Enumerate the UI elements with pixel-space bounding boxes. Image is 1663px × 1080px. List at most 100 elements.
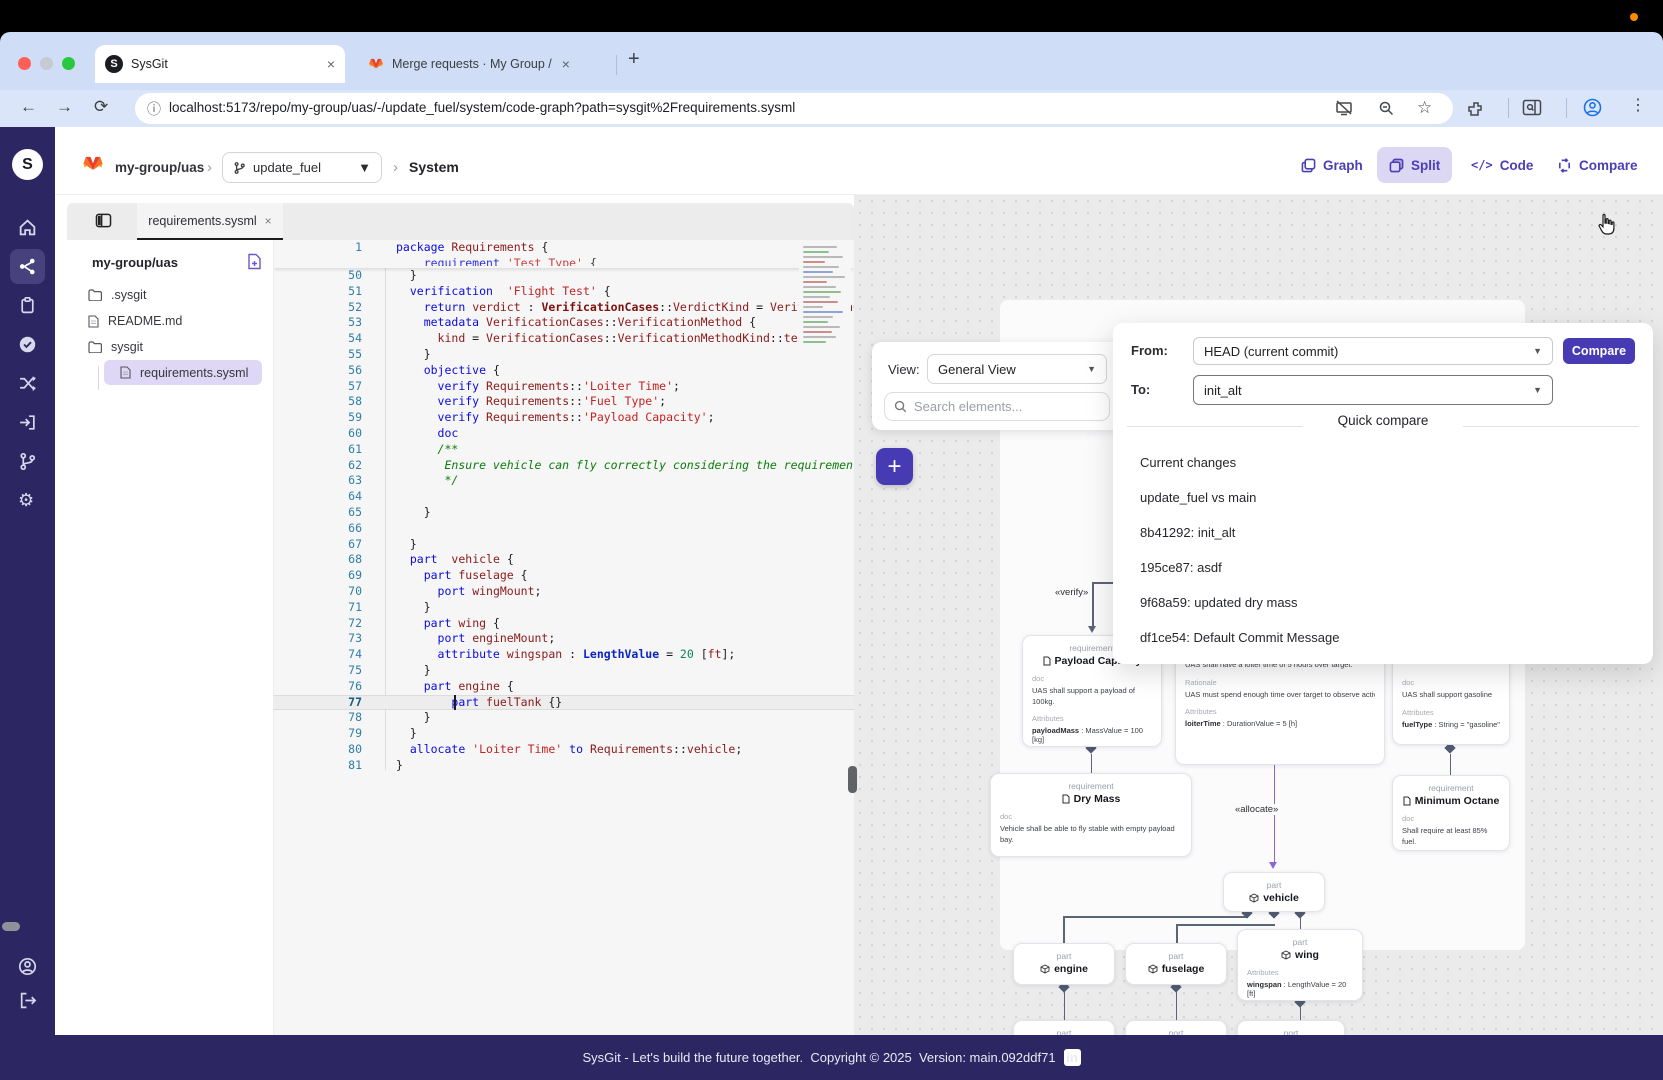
check-circle-icon[interactable] [18,335,38,355]
account-icon[interactable] [18,957,38,977]
quick-compare-item[interactable]: df1ce54: Default Commit Message [1140,630,1340,645]
window-zoom-button[interactable] [62,57,75,70]
node-part-fueltank[interactable]: part fuelTank [1013,1020,1115,1035]
code-line[interactable]: 50 } [348,268,417,282]
node-part-vehicle[interactable]: part vehicle [1223,872,1325,912]
window-minimize-button[interactable] [40,57,53,70]
node-requirement-dry-mass[interactable]: requirement Dry Mass doc Vehicle shall b… [990,773,1192,857]
quick-compare-item[interactable]: 8b41292: init_alt [1140,525,1236,540]
code-line[interactable]: 75 } [348,662,431,677]
close-tab-icon[interactable]: × [326,56,335,72]
node-requirement-minimum-octane[interactable]: requirement Minimum Octane doc Shall req… [1392,775,1510,851]
code-line[interactable]: 58 verify Requirements::'Fuel Type'; [348,394,667,409]
home-icon[interactable] [18,218,38,238]
code-line[interactable]: 79 } [348,726,417,741]
node-part-fuselage[interactable]: part fuselage [1125,943,1227,985]
browser-tab-sysgit[interactable]: S SysGit × [95,45,345,83]
compare-button[interactable]: Compare [1563,338,1635,364]
code-line[interactable]: 51 verification 'Flight Test' { [348,283,611,298]
bookmark-star-icon[interactable]: ☆ [1417,98,1433,117]
view-button-split[interactable]: Split [1377,147,1453,183]
branch-selector[interactable]: update_fuel ▼ [222,152,382,183]
site-info-icon[interactable]: ⓘ [147,101,161,117]
screen-share-off-icon[interactable] [1335,100,1353,121]
clipboard-icon[interactable] [18,296,38,316]
code-line[interactable]: 59 verify Requirements::'Payload Capacit… [348,410,715,425]
import-icon[interactable] [18,413,38,433]
profile-avatar-icon[interactable] [1583,98,1602,122]
quick-compare-item[interactable]: update_fuel vs main [1140,490,1257,505]
code-line[interactable]: 52 return verdict : VerificationCases::V… [348,299,854,314]
settings-gear-icon[interactable]: ⚙ [18,490,35,510]
element-search[interactable] [884,392,1110,421]
editor-minimap[interactable] [799,243,851,353]
tree-item-README.md[interactable]: README.md [55,308,274,334]
compare-to-select[interactable]: init_alt ▼ [1193,375,1553,405]
view-button-compare[interactable]: Compare [1545,147,1650,183]
code-line[interactable]: 64 [348,489,362,504]
linkedin-icon[interactable]: in [1063,1049,1081,1066]
node-port-wingmount[interactable]: port wingMount [1125,1020,1227,1035]
window-close-button[interactable] [18,57,31,70]
address-bar[interactable]: ⓘ localhost:5173/repo/my-group/uas/-/upd… [135,93,1453,124]
back-icon[interactable]: ← [20,97,37,116]
code-line[interactable]: 68 part vehicle { [348,552,514,567]
code-graph-icon[interactable] [18,257,38,277]
quick-compare-item[interactable]: Current changes [1140,455,1237,470]
code-line[interactable]: 81} [348,757,403,772]
code-line[interactable]: 77 part fuelTank {} [274,694,854,711]
split-drag-handle[interactable] [848,766,857,793]
search-input[interactable] [914,399,1084,414]
code-line[interactable]: 53 metadata VerificationCases::Verificat… [348,315,757,330]
add-element-button[interactable]: + [876,448,913,485]
toggle-sidebar-icon[interactable] [95,213,112,233]
code-line[interactable]: 56 objective { [348,362,500,377]
browser-tab-merge-requests[interactable]: Merge requests · My Group / × [358,45,608,83]
tree-item-requirements.sysml[interactable]: requirements.sysml [104,360,262,385]
extensions-icon[interactable] [1467,100,1485,123]
code-line[interactable]: 65 } [348,504,431,519]
code-line[interactable]: 60 doc [348,425,459,440]
compare-from-select[interactable]: HEAD (current commit) ▼ [1193,337,1553,365]
code-line[interactable]: 67 } [348,536,417,551]
quick-compare-item[interactable]: 195ce87: asdf [1140,560,1222,575]
side-panel-icon[interactable] [1522,99,1542,121]
zoom-icon[interactable] [1378,100,1395,122]
new-file-icon[interactable] [247,253,262,275]
view-select[interactable]: General View ▼ [927,354,1107,384]
forward-icon[interactable]: → [56,97,73,116]
code-line[interactable]: 73 port engineMount; [348,631,556,646]
code-editor[interactable]: 50 }51 verification 'Flight Test' {52 re… [274,240,854,1035]
node-port-enginemount[interactable]: port engineMount [1237,1020,1345,1035]
tree-item-.sysgit[interactable]: .sysgit [55,282,274,308]
node-part-engine[interactable]: part engine [1013,943,1115,985]
menu-kebab-icon[interactable]: ⋮ [1630,97,1646,114]
code-line[interactable]: 62 Ensure vehicle can fly correctly cons… [348,457,854,472]
code-line[interactable]: 66 [348,520,362,535]
view-button-code[interactable]: </> Code [1471,157,1534,173]
editor-tab-requirements[interactable]: requirements.sysml × [137,203,283,240]
code-line[interactable]: 76 part engine { [348,678,514,693]
code-line[interactable]: 74 attribute wingspan : LengthValue = 20… [348,647,736,662]
code-line[interactable]: 78 } [348,710,431,725]
drawer-handle[interactable] [2,922,20,931]
reload-icon[interactable]: ⟳ [94,97,109,116]
quick-compare-item[interactable]: 9f68a59: updated dry mass [1140,595,1298,610]
close-tab-icon[interactable]: × [264,213,272,228]
sysgit-logo[interactable]: S [12,149,43,180]
sign-out-icon[interactable] [18,991,38,1011]
code-line[interactable]: 63 */ [348,473,459,488]
node-part-wing[interactable]: part wing Attributes wingspan : LengthVa… [1237,929,1363,1001]
merge-shuffle-icon[interactable] [18,374,38,394]
view-button-graph[interactable]: Graph [1289,147,1375,183]
tree-item-sysgit[interactable]: sysgit [55,334,274,360]
code-line[interactable]: 54 kind = VerificationCases::Verificatio… [348,331,818,346]
branch-icon[interactable] [18,452,38,472]
code-line[interactable]: 69 part fuselage { [348,568,528,583]
breadcrumb-project[interactable]: my-group/uas [115,160,205,175]
code-line[interactable]: 55 } [348,346,431,361]
code-line[interactable]: 72 part wing { [348,615,500,630]
code-line[interactable]: 57 verify Requirements::'Loiter Time'; [348,378,680,393]
diagram-canvas[interactable]: «verify» «allocate» requir [854,195,1663,1035]
code-line[interactable]: 80 allocate 'Loiter Time' to Requirement… [348,741,743,756]
